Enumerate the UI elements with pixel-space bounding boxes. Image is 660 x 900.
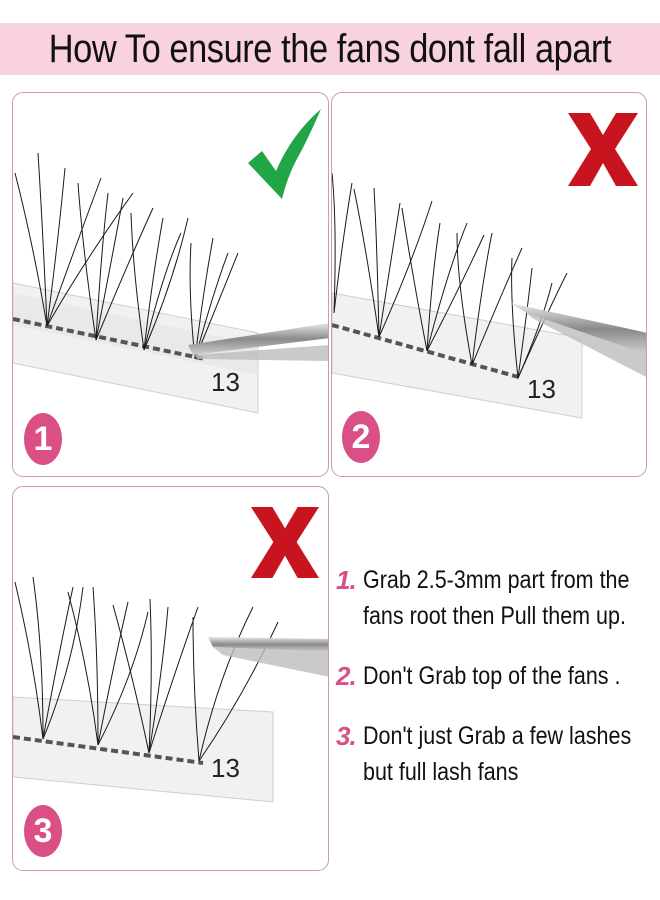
- strip-length-label: 13: [211, 367, 240, 397]
- instruction-line: Don't just Grab a few lashes: [363, 722, 632, 750]
- panel-step-1: 13 1: [12, 92, 329, 477]
- step-badge: 1: [24, 413, 62, 465]
- step-badge: 3: [24, 805, 62, 857]
- title-banner: How To ensure the fans dont fall apart: [0, 23, 660, 75]
- panel-step-3: 13 3: [12, 486, 329, 871]
- step-badge: 2: [342, 411, 380, 463]
- instruction-number: 3.: [336, 721, 357, 751]
- lash-strip-illustration: 13: [13, 576, 328, 803]
- panel-step-2: 13 2: [331, 92, 647, 477]
- page-title: How To ensure the fans dont fall apart: [48, 27, 612, 71]
- x-icon: [568, 113, 638, 186]
- check-icon: [248, 109, 321, 199]
- instruction-line: Grab 2.5-3mm part from the: [363, 566, 630, 594]
- lash-strip-illustration: 13: [13, 152, 328, 414]
- instruction-line: but full lash fans: [363, 758, 519, 786]
- instruction-item: 2. Don't Grab top of the fans .: [336, 658, 656, 694]
- instruction-item: 3. Don't just Grab a few lashes but full…: [336, 718, 656, 790]
- instructions-list: 1. Grab 2.5-3mm part from the fans root …: [336, 562, 656, 814]
- instruction-line: fans root then Pull them up.: [363, 602, 626, 630]
- strip-length-label: 13: [211, 753, 240, 783]
- lash-strip-illustration: 13: [332, 172, 646, 419]
- strip-length-label: 13: [527, 374, 556, 404]
- instruction-number: 2.: [336, 661, 357, 691]
- instruction-number: 1.: [336, 565, 357, 595]
- instruction-line: Don't Grab top of the fans .: [363, 662, 621, 690]
- x-icon: [251, 507, 319, 578]
- instruction-item: 1. Grab 2.5-3mm part from the fans root …: [336, 562, 656, 634]
